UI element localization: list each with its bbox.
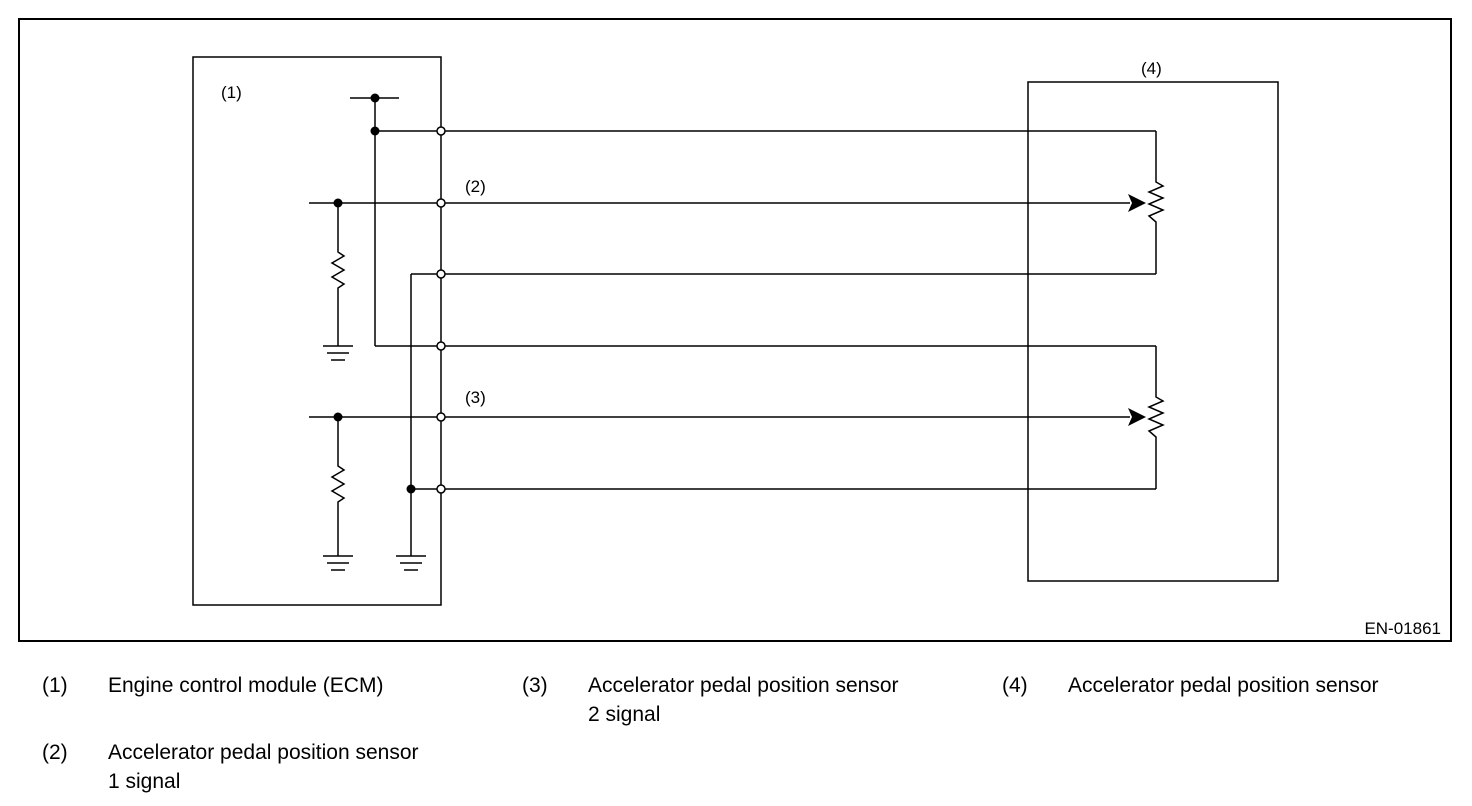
legend-num-3: (3): [522, 674, 548, 697]
legend-text-1: Engine control module (ECM): [108, 674, 384, 697]
legend-num-4: (4): [1002, 674, 1028, 697]
pulldown-resistor-2: [330, 462, 346, 506]
ecm-label: (1): [221, 83, 242, 102]
junction-dots: [333, 93, 416, 494]
legend-text-4: Accelerator pedal position sensor: [1068, 674, 1379, 697]
ecm-terminals: [436, 126, 446, 494]
signal1-label: (2): [465, 177, 486, 196]
sensor1-wiper-arrow: [1128, 194, 1146, 212]
legend-text-2-line1: Accelerator pedal position sensor: [108, 741, 419, 764]
sensor2-potentiometer: [1147, 393, 1165, 443]
legend-num-1: (1): [42, 674, 68, 697]
wiring: [309, 97, 1165, 571]
sensor-label: (4): [1141, 59, 1162, 78]
sensor1-potentiometer: [1147, 178, 1165, 228]
legend-text-3-line1: Accelerator pedal position sensor: [588, 674, 899, 697]
signal2-label: (3): [465, 388, 486, 407]
legend-text-2-line2: 1 signal: [108, 770, 181, 793]
pulldown-resistor-1: [330, 248, 346, 292]
figure-code: EN-01861: [1364, 619, 1441, 638]
legend-text-3-line2: 2 signal: [588, 703, 661, 726]
legend-num-2: (2): [42, 741, 68, 764]
sensor-box: [1027, 81, 1279, 582]
ecm-box: [192, 56, 442, 606]
diagram-frame: [18, 18, 1452, 642]
sensor2-wiper-arrow: [1128, 408, 1146, 426]
